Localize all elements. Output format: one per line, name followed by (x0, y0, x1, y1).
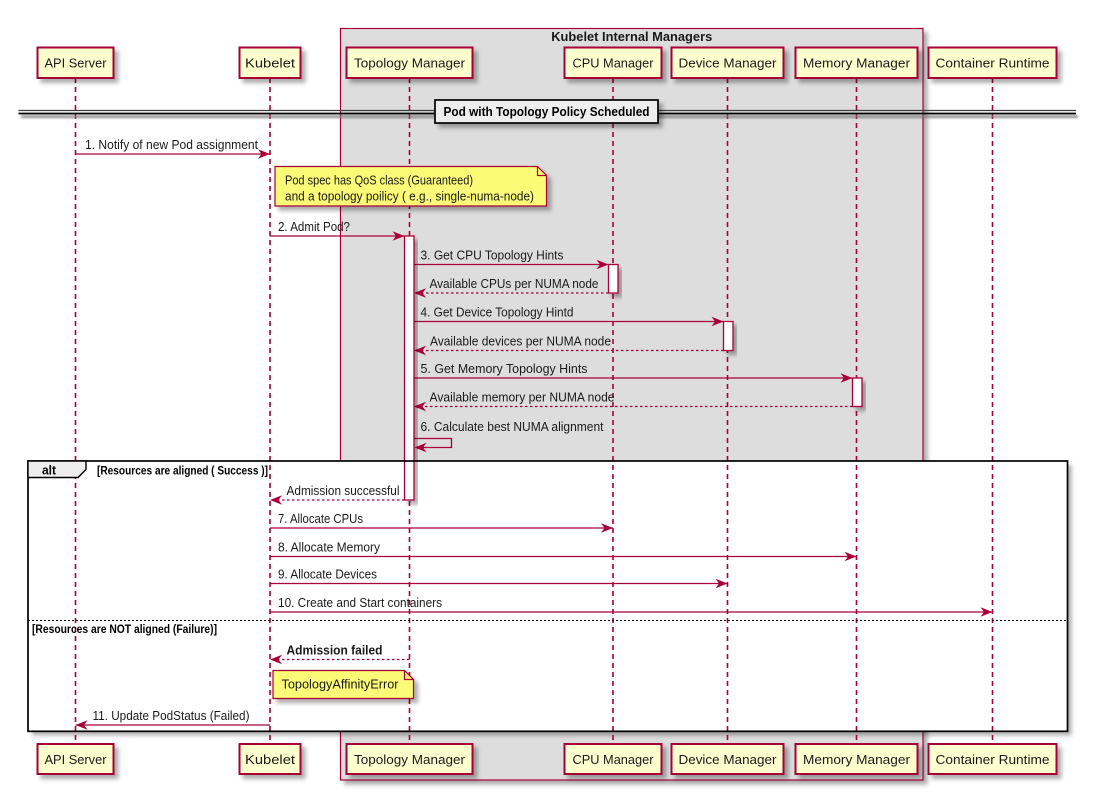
svg-text:Available memory per NUMA node: Available memory per NUMA node (430, 390, 615, 405)
svg-text:API Server: API Server (45, 56, 108, 71)
svg-text:3. Get CPU Topology Hints: 3. Get CPU Topology Hints (421, 248, 564, 263)
svg-text:Memory Manager: Memory Manager (803, 56, 911, 71)
svg-text:Container Runtime: Container Runtime (936, 56, 1050, 71)
svg-text:[Resources are NOT aligned (Fa: [Resources are NOT aligned (Failure)] (32, 622, 217, 636)
svg-text:Container Runtime: Container Runtime (936, 752, 1050, 767)
svg-text:CPU Manager: CPU Manager (573, 56, 655, 71)
svg-text:Kubelet: Kubelet (245, 752, 295, 767)
svg-text:9. Allocate Devices: 9. Allocate Devices (278, 567, 377, 582)
svg-text:Pod spec has QoS class (Guaran: Pod spec has QoS class (Guaranteed) (285, 173, 473, 188)
svg-text:Topology Manager: Topology Manager (354, 56, 466, 71)
svg-text:Available CPUs per NUMA node: Available CPUs per NUMA node (430, 276, 599, 291)
svg-text:Topology Manager: Topology Manager (354, 752, 466, 767)
svg-text:7. Allocate CPUs: 7. Allocate CPUs (278, 511, 363, 526)
svg-text:5. Get Memory Topology Hints: 5. Get Memory Topology Hints (421, 361, 588, 376)
svg-text:TopologyAffinityError: TopologyAffinityError (282, 677, 400, 692)
svg-text:1. Notify of new Pod assignmen: 1. Notify of new Pod assignment (85, 137, 258, 152)
svg-text:10. Create and Start container: 10. Create and Start containers (278, 595, 442, 610)
svg-text:alt: alt (42, 463, 57, 478)
svg-text:Admission failed: Admission failed (287, 643, 383, 658)
svg-text:CPU Manager: CPU Manager (573, 752, 655, 767)
svg-text:Memory Manager: Memory Manager (803, 752, 911, 767)
svg-text:Kubelet: Kubelet (245, 56, 295, 71)
svg-text:Device Manager: Device Manager (679, 56, 778, 71)
svg-text:[Resources are aligned ( Succe: [Resources are aligned ( Success )] (97, 464, 268, 478)
svg-text:Pod with Topology Policy Sched: Pod with Topology Policy Scheduled (444, 104, 650, 119)
svg-text:11. Update PodStatus (Failed): 11. Update PodStatus (Failed) (93, 708, 250, 723)
svg-text:8. Allocate Memory: 8. Allocate Memory (278, 540, 380, 555)
svg-text:Available devices per NUMA nod: Available devices per NUMA node (430, 334, 611, 349)
svg-text:and a topology poilicy ( e.g.,: and a topology poilicy ( e.g., single-nu… (285, 189, 534, 204)
svg-text:4. Get Device Topology Hintd: 4. Get Device Topology Hintd (421, 305, 574, 320)
svg-text:API Server: API Server (45, 752, 108, 767)
svg-text:Admission successful: Admission successful (287, 483, 400, 498)
svg-text:6. Calculate best NUMA alignme: 6. Calculate best NUMA alignment (421, 419, 604, 434)
svg-text:Device Manager: Device Manager (679, 752, 778, 767)
svg-text:2. Admit Pod?: 2. Admit Pod? (278, 219, 350, 234)
svg-text:Kubelet Internal Managers: Kubelet Internal Managers (551, 29, 712, 44)
